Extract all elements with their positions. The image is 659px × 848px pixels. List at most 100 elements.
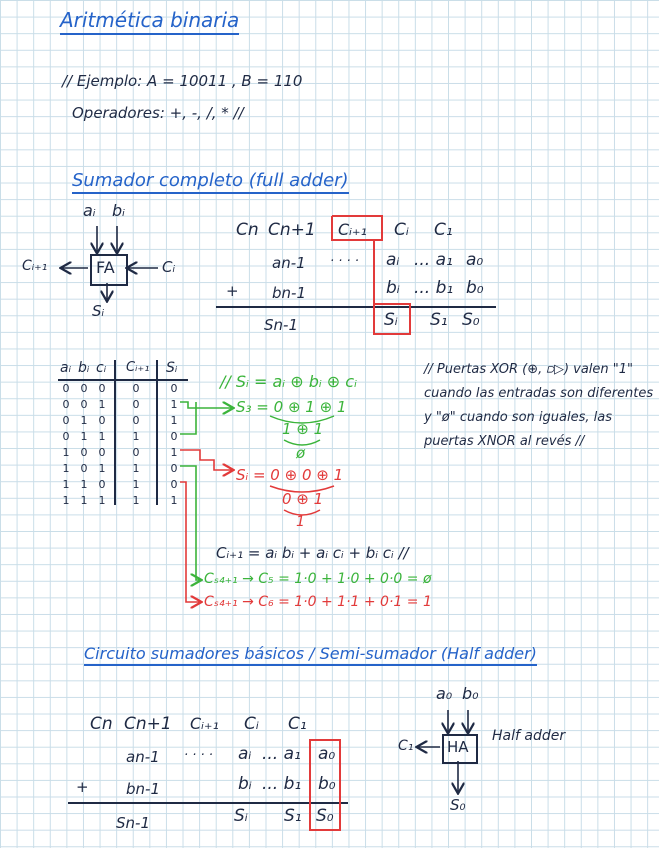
- ha-b-2: bᵢ: [238, 774, 252, 794]
- tt-divider-1: [114, 360, 116, 505]
- arrow-row3-c5: [180, 465, 200, 580]
- tt-cell: 1: [98, 494, 106, 507]
- tt-cell: 0: [98, 478, 106, 491]
- tt-cell: 0: [132, 446, 140, 459]
- ha-s-2: S₁: [284, 806, 302, 826]
- fa-carry-2: Cᵢ₊₁: [338, 220, 367, 239]
- ha-carry-0: Cn: [90, 714, 113, 734]
- tt-cell: 0: [80, 462, 88, 475]
- fa-carry-in: Cᵢ: [162, 258, 176, 276]
- ha-s-1: Sᵢ: [234, 806, 248, 826]
- operators-line: Operadores: +, -, /, * //: [72, 104, 244, 122]
- fa-s-1: Sᵢ: [384, 310, 398, 330]
- note-line-1: // Puertas XOR (⊕, ⫐▷) valen "1": [424, 362, 634, 377]
- fa-a-4: a₀: [466, 250, 484, 270]
- tt-cell: 0: [170, 478, 178, 491]
- formula-si: // Sᵢ = aᵢ ⊕ bᵢ ⊕ cᵢ: [220, 372, 357, 391]
- tt-cell: 1: [62, 478, 70, 491]
- tt-cell: 0: [62, 398, 70, 411]
- fa-b-2: bᵢ: [386, 278, 400, 298]
- fa-carry-0: Cn: [236, 220, 259, 240]
- tt-cell: 1: [80, 414, 88, 427]
- full-adder-heading: Sumador completo (full adder): [72, 170, 349, 194]
- tt-cell: 0: [62, 382, 70, 395]
- tt-cell: 0: [170, 430, 178, 443]
- fa-b-3: ... b₁: [414, 278, 454, 298]
- fa-a-2: aᵢ: [386, 250, 400, 270]
- fa-b-0: +: [226, 282, 239, 300]
- ha-b-4: b₀: [318, 774, 336, 794]
- tt-cell: 1: [62, 446, 70, 459]
- ha-input-a0: a₀: [436, 684, 453, 703]
- ha-carry-3: Cᵢ: [244, 714, 259, 734]
- tt-cell: 1: [98, 398, 106, 411]
- ha-a-0: an-1: [126, 748, 160, 766]
- tt-cell: 1: [98, 430, 106, 443]
- half-adder-heading: Circuito sumadores básicos / Semi-sumado…: [84, 644, 537, 666]
- tt-cell: 1: [170, 398, 178, 411]
- tt-header-ai: aᵢ: [60, 360, 72, 376]
- ha-input-b0: b₀: [462, 684, 479, 703]
- formula-s1-result: 1: [296, 514, 305, 530]
- ha-b-1: bn-1: [126, 780, 160, 798]
- tt-cell: 1: [132, 462, 140, 475]
- arrow-row4-s1: [180, 449, 232, 470]
- tt-cell: 0: [132, 382, 140, 395]
- tt-cell: 1: [132, 430, 140, 443]
- ha-a-3: ... a₁: [262, 744, 301, 764]
- tt-cell: 1: [62, 462, 70, 475]
- arrow-row5-c6: [180, 481, 200, 602]
- tt-cell: 0: [62, 430, 70, 443]
- fa-s-0: Sn-1: [264, 316, 298, 334]
- ha-red-column: [309, 739, 341, 831]
- ha-carry-4: C₁: [288, 714, 307, 734]
- ha-b-0: +: [76, 778, 89, 796]
- tt-cell: 0: [98, 446, 106, 459]
- ha-s-3: S₀: [316, 806, 334, 826]
- tt-cell: 0: [80, 398, 88, 411]
- fa-s-3: S₀: [462, 310, 480, 330]
- ha-block-label: HA: [447, 738, 469, 756]
- fa-sum-out: Sᵢ: [92, 302, 105, 320]
- ha-a-1: · · · ·: [184, 748, 213, 763]
- tt-cell: 0: [98, 382, 106, 395]
- tt-cell: 0: [80, 382, 88, 395]
- ha-sum-line: [68, 802, 348, 804]
- tt-cell: 1: [170, 414, 178, 427]
- ha-sum-out: S₀: [450, 796, 466, 814]
- tt-cell: 0: [132, 414, 140, 427]
- fa-input-a: aᵢ: [83, 201, 96, 220]
- tt-cell: 0: [62, 414, 70, 427]
- ha-carry-out: C₁: [398, 738, 414, 754]
- fa-a-3: ... a₁: [414, 250, 453, 270]
- fa-a-0: an-1: [272, 254, 306, 272]
- fa-carry-4: C₁: [434, 220, 453, 240]
- fa-b-4: b₀: [466, 278, 484, 298]
- fa-sum-line: [216, 306, 496, 308]
- tt-cell: 1: [132, 494, 140, 507]
- tt-divider-2: [156, 360, 158, 505]
- ha-block: [442, 734, 478, 764]
- ha-a-2: aᵢ: [238, 744, 252, 764]
- note-line-4: puertas XNOR al revés //: [424, 434, 585, 449]
- tt-cell: 0: [170, 382, 178, 395]
- tt-header-ci: cᵢ: [96, 360, 107, 376]
- ha-side-label: Half adder: [492, 728, 566, 744]
- tt-cell: 0: [132, 398, 140, 411]
- tt-cell: 1: [62, 494, 70, 507]
- tt-cell: 0: [80, 446, 88, 459]
- ha-b-3: ... b₁: [262, 774, 302, 794]
- note-line-3: y "ø" cuando son iguales, las: [424, 410, 612, 425]
- fa-a-1: · · · ·: [330, 254, 359, 269]
- tt-cell: 0: [170, 462, 178, 475]
- tt-header-bi: bᵢ: [78, 360, 90, 376]
- tt-cell: 1: [170, 494, 178, 507]
- tt-cell: 1: [80, 478, 88, 491]
- fa-s-2: S₁: [430, 310, 448, 330]
- fa-carry-3: Cᵢ: [394, 220, 409, 240]
- fa-block-label: FA: [96, 258, 115, 277]
- fa-carry-out: Cᵢ₊₁: [22, 258, 48, 274]
- fa-red-column: [331, 215, 411, 335]
- tt-cell: 1: [80, 430, 88, 443]
- formula-carry: Cᵢ₊₁ = aᵢ bᵢ + aᵢ cᵢ + bᵢ cᵢ //: [216, 544, 409, 562]
